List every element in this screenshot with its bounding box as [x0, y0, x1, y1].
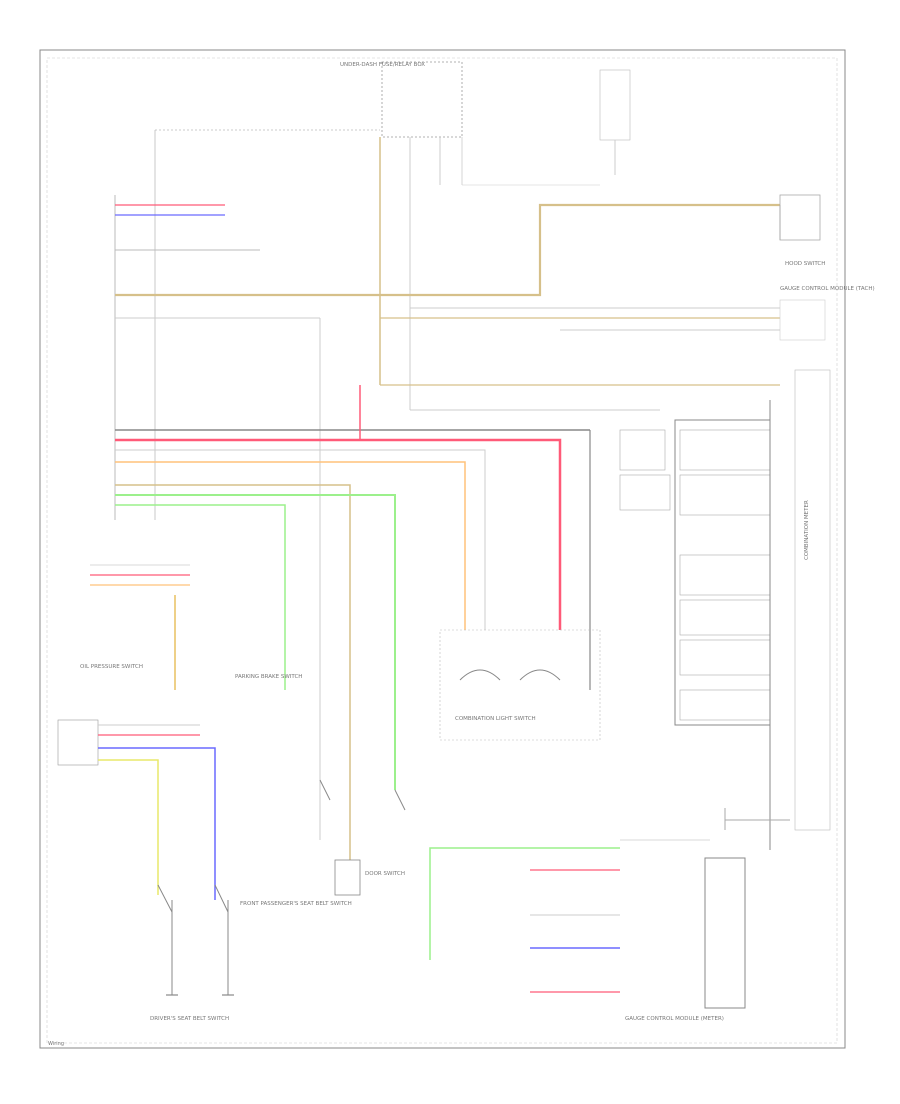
footnote: Wiring: [48, 1041, 64, 1047]
inner-border: [46, 57, 838, 1044]
meter-housing: [794, 369, 831, 831]
fuse-box-right: [599, 69, 631, 141]
combination-light-switch-box: [439, 629, 601, 741]
label-seat-belt-switch: DRIVER'S SEAT BELT SWITCH: [150, 1016, 229, 1022]
label-gauge-control-module: GAUGE CONTROL MODULE (METER): [625, 1016, 724, 1022]
door-switch-box: [334, 859, 361, 896]
label-combination-light-switch: COMBINATION LIGHT SWITCH: [455, 716, 536, 722]
label-parking-brake-switch: PARKING BRAKE SWITCH: [235, 674, 302, 680]
seat-belt-connector: [57, 719, 99, 766]
gauge-tach-box: [779, 299, 826, 341]
hood-switch-box: [779, 194, 821, 241]
label-oil-pressure-switch: OIL PRESSURE SWITCH: [80, 664, 143, 670]
label-combination-meter: COMBINATION METER: [804, 500, 810, 560]
combination-meter-box: [674, 419, 771, 726]
label-passenger-seat-belt: FRONT PASSENGER'S SEAT BELT SWITCH: [240, 901, 352, 907]
gauge-control-module-box: [704, 857, 746, 1009]
label-hood-switch: HOOD SWITCH: [785, 261, 825, 267]
label-under-dash-fuse: UNDER-DASH FUSE/RELAY BOX: [340, 62, 425, 68]
fuse-box-top: [381, 61, 463, 138]
diagram-border: [39, 49, 846, 1049]
label-gauge-tach: GAUGE CONTROL MODULE (TACH): [780, 286, 875, 292]
label-door-switch: DOOR SWITCH: [365, 871, 405, 877]
